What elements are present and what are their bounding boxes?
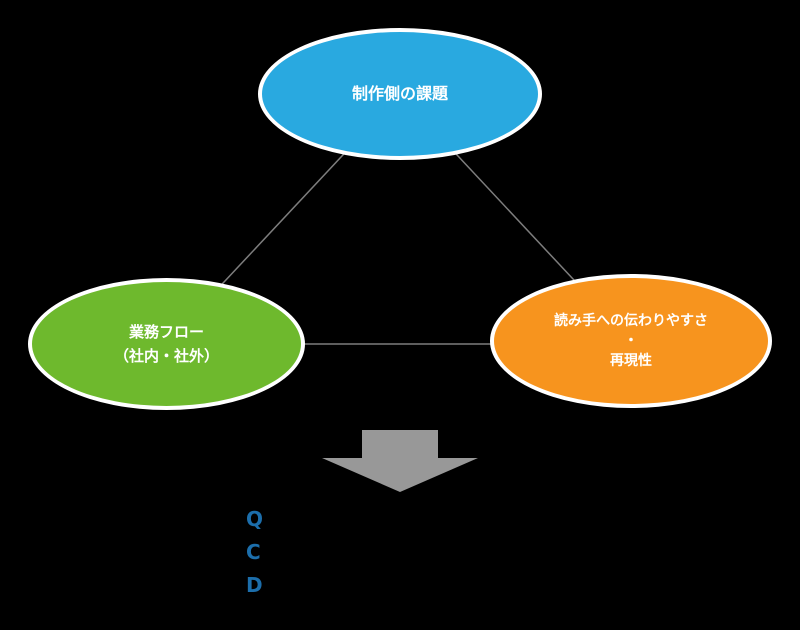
node-business-flow-label-line1: 業務フロー: [128, 323, 204, 341]
node-production-issues-label: 制作側の課題: [351, 84, 448, 103]
node-readability-label-line2: ・: [624, 332, 638, 349]
node-business-flow-label-line2: （社内・社外）: [113, 347, 219, 365]
down-arrow-icon: [322, 430, 478, 492]
node-readability-label-line1: 読み手への伝わりやすさ: [554, 312, 708, 329]
qcd-list: Q C D: [246, 503, 263, 602]
node-readability-label-line3: 再現性: [610, 353, 652, 370]
node-production-issues: 制作側の課題: [258, 28, 542, 160]
qcd-letter-q: Q: [246, 507, 264, 531]
qcd-letter-c: C: [246, 540, 261, 564]
node-business-flow: 業務フロー （社内・社外）: [28, 278, 305, 410]
node-readability: 読み手への伝わりやすさ ・ 再現性: [490, 274, 772, 408]
qcd-letter-d: D: [246, 573, 263, 597]
